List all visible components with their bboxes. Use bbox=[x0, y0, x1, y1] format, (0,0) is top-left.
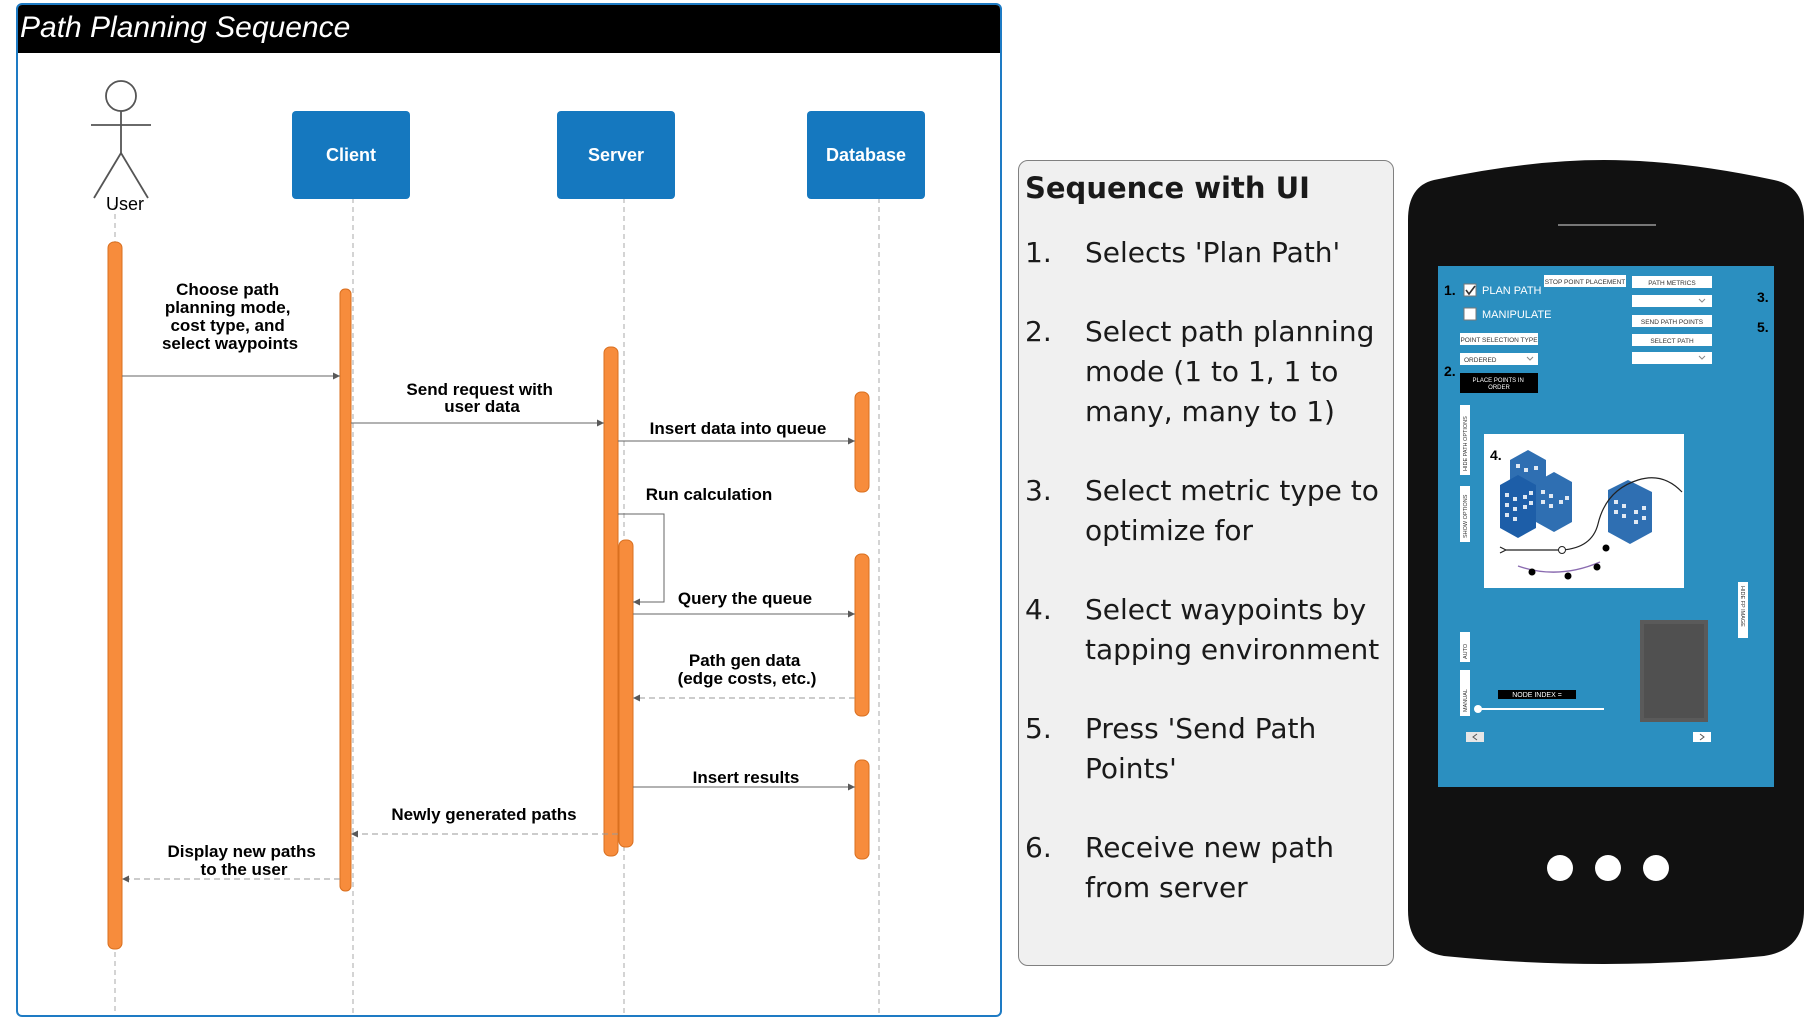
chevron-right-icon bbox=[1699, 733, 1705, 741]
marker-4: 4. bbox=[1490, 447, 1502, 463]
point-selection-type-button[interactable] bbox=[1460, 333, 1538, 345]
arrow-run-calculation bbox=[618, 513, 665, 606]
waypoint-marker bbox=[1528, 568, 1536, 576]
select-path-button[interactable] bbox=[1632, 334, 1712, 346]
msg-new-paths: Newly generated paths bbox=[391, 805, 576, 824]
path-select-dropdown[interactable] bbox=[1632, 352, 1712, 364]
msg-query-queue: Query the queue bbox=[678, 589, 812, 608]
plan-path-label: PLAN PATH bbox=[1482, 285, 1542, 297]
activation-database-3 bbox=[854, 759, 870, 860]
waypoint-marker bbox=[1558, 546, 1566, 554]
place-points-button[interactable] bbox=[1460, 373, 1538, 393]
actor-label: User bbox=[106, 194, 144, 214]
waypoint-marker bbox=[1593, 563, 1601, 571]
chevron-left-icon bbox=[1472, 733, 1478, 741]
waypoint-marker bbox=[1564, 572, 1572, 580]
marker-2: 2. bbox=[1444, 363, 1456, 379]
svg-text:HIDE PATH OPTIONS: HIDE PATH OPTIONS bbox=[1463, 416, 1469, 471]
chevron-down-icon bbox=[1698, 355, 1706, 360]
node-index-label-bg bbox=[1498, 690, 1576, 699]
activation-user bbox=[107, 241, 123, 950]
prev-button[interactable] bbox=[1466, 732, 1484, 742]
ordered-dropdown[interactable] bbox=[1460, 353, 1538, 365]
next-button[interactable] bbox=[1693, 732, 1711, 742]
activation-server-nested bbox=[618, 539, 634, 848]
phone-button[interactable] bbox=[1547, 855, 1573, 881]
participant-client-label: Client bbox=[326, 145, 376, 165]
activation-database-2 bbox=[854, 553, 870, 717]
msg-display-paths: Display new paths to the user bbox=[167, 842, 320, 879]
svg-text:PATH METRICS: PATH METRICS bbox=[1648, 280, 1696, 287]
participant-database-label: Database bbox=[826, 145, 906, 165]
hide-path-options-tab[interactable] bbox=[1460, 405, 1470, 475]
ui-step: 4.Select waypoints by tapping environmen… bbox=[1025, 593, 1380, 666]
environment-view[interactable]: 4. bbox=[1484, 434, 1684, 588]
ui-steps-list: 1.Selects 'Plan Path' 2.Select path plan… bbox=[1025, 233, 1387, 908]
phone-mockup: 1. 2. 3. 5. PLAN PATH MANIPULATE STOP PO… bbox=[1408, 160, 1804, 964]
activation-server bbox=[603, 346, 619, 857]
msg-send-request: Send request with user data bbox=[406, 380, 557, 416]
checkmark-icon bbox=[1465, 285, 1476, 296]
svg-text:POINT SELECTION TYPE: POINT SELECTION TYPE bbox=[1460, 337, 1538, 344]
ui-step: 3.Select metric type to optimize for bbox=[1025, 474, 1379, 547]
activation-database-1 bbox=[854, 391, 870, 493]
hide-fp-image-tab[interactable] bbox=[1738, 582, 1748, 638]
svg-text:ORDERED: ORDERED bbox=[1464, 357, 1497, 364]
ui-step: 2.Select path planning mode (1 to 1, 1 t… bbox=[1025, 315, 1375, 428]
show-options-tab[interactable] bbox=[1460, 486, 1470, 542]
manual-tab[interactable] bbox=[1460, 670, 1470, 716]
svg-text:SELECT PATH: SELECT PATH bbox=[1650, 338, 1694, 345]
marker-5: 5. bbox=[1757, 319, 1769, 335]
svg-text:SEND PATH POINTS: SEND PATH POINTS bbox=[1641, 319, 1704, 326]
node-index-label: NODE INDEX = bbox=[1512, 692, 1562, 699]
ui-sequence-panel: Sequence with UI 1.Selects 'Plan Path' 2… bbox=[1018, 160, 1394, 966]
auto-tab[interactable] bbox=[1460, 632, 1470, 662]
path-metrics-button[interactable] bbox=[1632, 276, 1712, 288]
phone-button[interactable] bbox=[1643, 855, 1669, 881]
node-index-slider-handle[interactable] bbox=[1474, 705, 1482, 713]
ui-step: 5.Press 'Send Path Points' bbox=[1025, 712, 1317, 785]
user-actor-icon bbox=[91, 80, 151, 199]
svg-text:STOP POINT PLACEMENT: STOP POINT PLACEMENT bbox=[1545, 279, 1626, 286]
sequence-diagram: User Client Server Database bbox=[91, 80, 925, 1015]
buildings-icon bbox=[1500, 450, 1652, 544]
chevron-down-icon bbox=[1526, 356, 1534, 361]
svg-text:MANUAL: MANUAL bbox=[1463, 689, 1469, 712]
participant-client: Client bbox=[292, 111, 410, 199]
metric-type-dropdown[interactable] bbox=[1632, 295, 1712, 307]
ui-step: 6.Receive new path from server bbox=[1025, 831, 1334, 904]
sequence-diagram-frame: User Client Server Database bbox=[16, 3, 1002, 1017]
svg-text:HIDE FP IMAGE: HIDE FP IMAGE bbox=[1739, 586, 1745, 627]
marker-3: 3. bbox=[1757, 289, 1769, 305]
activation-client bbox=[339, 288, 352, 892]
send-path-points-button[interactable] bbox=[1632, 315, 1712, 327]
msg-insert-results: Insert results bbox=[693, 768, 800, 787]
svg-text:PLACE POINTS IN ORDER: PLACE POINTS IN ORDER bbox=[1472, 378, 1525, 391]
ui-sequence-title: Sequence with UI bbox=[1025, 171, 1310, 205]
manipulate-label: MANIPULATE bbox=[1482, 309, 1551, 321]
msg-path-gen-data: Path gen data (edge costs, etc.) bbox=[678, 651, 817, 688]
planned-path-line bbox=[1506, 477, 1683, 551]
participant-server: Server bbox=[557, 111, 675, 199]
waypoint-marker bbox=[1602, 544, 1610, 552]
msg-run-calculation: Run calculation bbox=[646, 485, 773, 504]
alternate-path-line bbox=[1517, 561, 1601, 573]
svg-text:SHOW OPTIONS: SHOW OPTIONS bbox=[1463, 494, 1469, 538]
stop-point-placement-button[interactable] bbox=[1544, 275, 1626, 287]
chevron-down-icon bbox=[1698, 298, 1706, 303]
svg-text:AUTO: AUTO bbox=[1463, 643, 1469, 659]
marker-1: 1. bbox=[1444, 282, 1456, 298]
arrow-head-icon bbox=[1499, 546, 1507, 554]
phone-button[interactable] bbox=[1595, 855, 1621, 881]
participant-database: Database bbox=[807, 111, 925, 199]
manipulate-checkbox[interactable] bbox=[1463, 307, 1477, 321]
plan-path-checkbox[interactable] bbox=[1463, 283, 1477, 297]
diagram-title: Path Planning Sequence bbox=[18, 5, 1000, 53]
msg-insert-queue: Insert data into queue bbox=[650, 419, 827, 438]
msg-choose-path: Choose path planning mode, cost type, an… bbox=[162, 280, 298, 353]
participant-server-label: Server bbox=[588, 145, 644, 165]
ui-step: 1.Selects 'Plan Path' bbox=[1025, 236, 1341, 269]
